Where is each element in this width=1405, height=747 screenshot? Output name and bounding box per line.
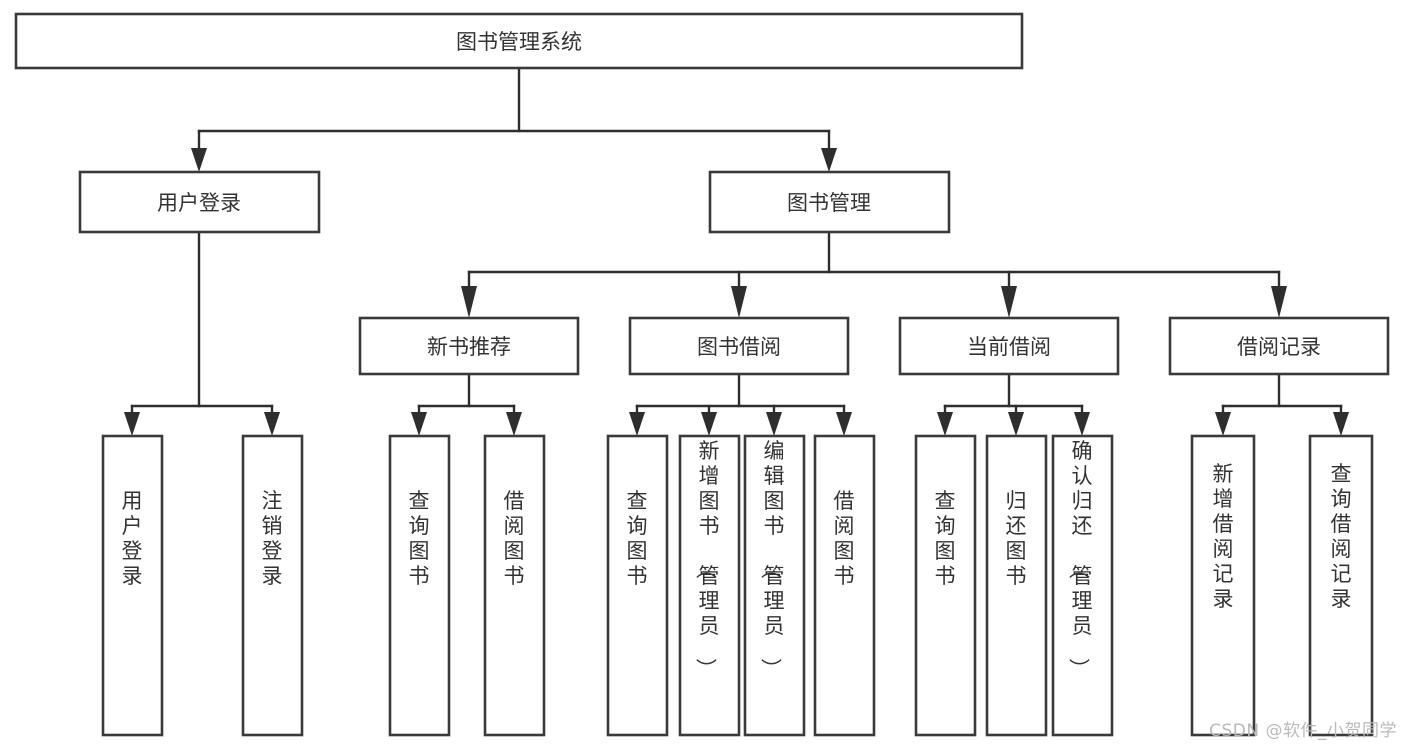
node-new-book-recommend-label: 新书推荐 (427, 335, 511, 359)
leaf-node[interactable]: 注销登录 (241, 434, 304, 737)
arrowhead-leaf-borrowrecord-2 (1333, 412, 1349, 436)
node-new-book-recommend[interactable]: 新书推荐 (358, 316, 580, 376)
leaf-label: 查询借阅记录 (1331, 462, 1352, 611)
leaf-node[interactable]: 新增图书（管理员） (678, 434, 741, 737)
leaf-label: 借阅图书 (504, 489, 525, 588)
leaf-label: 借阅图书 (834, 489, 855, 588)
leaf-node[interactable]: 查询图书 (914, 434, 977, 737)
leaf-label: 注销登录 (262, 489, 283, 588)
leaf-box-book-borrow-1[interactable] (606, 434, 669, 737)
node-new-book-recommend-box[interactable] (358, 316, 580, 376)
leaf-box-current-borrow-1[interactable] (914, 434, 977, 737)
leaf-node[interactable]: 编辑图书（管理员） (743, 434, 806, 737)
node-root-label: 图书管理系统 (456, 30, 582, 54)
arrowhead-newbook (461, 286, 477, 318)
leaf-box-current-borrow-2[interactable] (985, 434, 1048, 737)
leaf-label: 新增图书（管理员） (694, 439, 720, 679)
leaf-label: 归还图书 (1006, 489, 1027, 588)
node-user-login-box[interactable] (78, 170, 321, 234)
node-current-borrow-box[interactable] (898, 316, 1120, 376)
leaf-box-new-book-1[interactable] (388, 434, 451, 737)
arrowhead-leaf-user-login-2 (264, 412, 280, 436)
arrowhead-leaf-currentborrow-2 (1008, 412, 1024, 436)
node-current-borrow-label: 当前借阅 (967, 335, 1051, 359)
node-current-borrow[interactable]: 当前借阅 (898, 316, 1120, 376)
leaf-box-book-borrow-2[interactable] (678, 434, 741, 737)
node-user-login[interactable]: 用户登录 (78, 170, 321, 234)
arrowhead-bookmgmt (821, 148, 837, 172)
leaf-box-current-borrow-3[interactable] (1051, 434, 1114, 737)
leaf-box-book-borrow-3[interactable] (743, 434, 806, 737)
csdn-watermark: CSDN @软件_小贺同学 (1209, 721, 1397, 741)
arrowhead-leaf-user-login-1 (124, 412, 140, 436)
node-book-borrow-label: 图书借阅 (697, 335, 781, 359)
arrowhead-leaf-bookborrow-2 (701, 412, 717, 436)
leaf-label: 用户登录 (122, 489, 143, 588)
node-book-management-label: 图书管理 (787, 191, 871, 215)
leaf-box-book-borrow-4[interactable] (813, 434, 876, 737)
arrowhead-leaf-newbook-2 (506, 412, 522, 436)
node-book-management-box[interactable] (708, 170, 951, 234)
leaf-node[interactable]: 查询借阅记录 (1308, 434, 1374, 737)
arrowhead-leaf-currentborrow-3 (1074, 412, 1090, 436)
arrowhead-currentborrow (1001, 286, 1017, 318)
node-root-box[interactable] (14, 12, 1024, 70)
leaf-label: 编辑图书（管理员） (759, 439, 785, 679)
arrowhead-userlogin (191, 148, 207, 172)
leaf-label: 查询图书 (935, 489, 956, 588)
arrowhead-leaf-bookborrow-3 (766, 412, 782, 436)
leaf-label: 查询图书 (409, 489, 430, 588)
arrowhead-leaf-bookborrow-1 (629, 412, 645, 436)
leaf-label: 确认归还（管理员） (1067, 439, 1093, 679)
leaf-node[interactable]: 确认归还（管理员） (1051, 434, 1114, 737)
node-borrow-record[interactable]: 借阅记录 (1168, 316, 1390, 376)
arrowhead-borrowrecord (1271, 286, 1287, 318)
leaf-label: 新增借阅记录 (1213, 462, 1234, 611)
leaf-node[interactable]: 归还图书 (985, 434, 1048, 737)
leaf-box-user-login-2[interactable] (241, 434, 304, 737)
leaf-box-user-login-1[interactable] (101, 434, 164, 737)
leaf-node[interactable]: 借阅图书 (813, 434, 876, 737)
arrowhead-leaf-newbook-1 (411, 412, 427, 436)
leaf-label: 查询图书 (627, 489, 648, 588)
leaf-node[interactable]: 新增借阅记录 (1190, 434, 1256, 737)
node-book-management[interactable]: 图书管理 (708, 170, 951, 234)
leaf-node[interactable]: 查询图书 (388, 434, 451, 737)
node-user-login-label: 用户登录 (157, 191, 241, 215)
node-borrow-record-label: 借阅记录 (1237, 335, 1321, 359)
node-root[interactable]: 图书管理系统 (14, 12, 1024, 70)
connector-group (124, 66, 1349, 436)
node-borrow-record-box[interactable] (1168, 316, 1390, 376)
arrowhead-leaf-bookborrow-4 (836, 412, 852, 436)
leaf-node[interactable]: 查询图书 (606, 434, 669, 737)
arrowhead-leaf-borrowrecord-1 (1215, 412, 1231, 436)
leaf-box-borrow-record-2[interactable] (1308, 434, 1374, 737)
arrowhead-bookborrow (731, 286, 747, 318)
leaf-node[interactable]: 用户登录 (101, 434, 164, 737)
leaf-node[interactable]: 借阅图书 (483, 434, 546, 737)
node-book-borrow[interactable]: 图书借阅 (628, 316, 850, 376)
leaf-box-borrow-record-1[interactable] (1190, 434, 1256, 737)
node-book-borrow-box[interactable] (628, 316, 850, 376)
leaf-box-new-book-2[interactable] (483, 434, 546, 737)
arrowhead-leaf-currentborrow-1 (937, 412, 953, 436)
